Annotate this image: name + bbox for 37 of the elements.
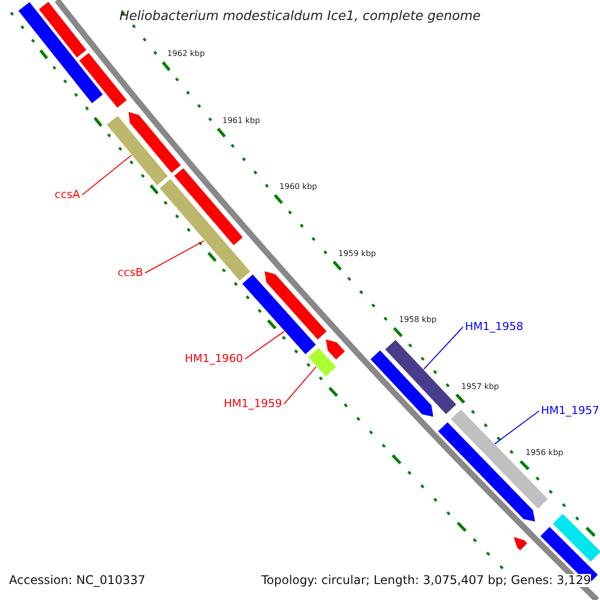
leader-line [244,330,285,360]
leader-line [144,240,205,274]
leader-line [494,410,540,444]
title: Heliobacterium modesticaldum Ice1, complete genome [118,10,482,24]
gene-bar [18,2,103,104]
scale-label: 1956 kbp [526,449,564,458]
gene-bar [385,340,456,414]
scale-label: 1961 kbp [222,116,260,126]
gene-bar [38,2,86,58]
gene-bar [326,339,345,360]
gene-bar [79,53,127,108]
gene-label: HM1_1960 [184,352,243,366]
leader-line [82,154,132,196]
gene-bar [514,536,528,550]
gene-bar [128,112,181,173]
gene-bar [242,274,316,354]
scale-label: 1962 kbp [167,50,205,59]
leader-line [423,326,464,370]
scale-label: 1957 kbp [461,382,499,392]
accession-label: Accession: NC_010337 [9,574,146,588]
gene-bar [552,514,600,562]
gene-label: HM1_1957 [541,404,600,418]
gene-label: HM1_1959 [224,398,282,410]
gene-bar [160,179,250,281]
gene-bar [308,348,336,376]
gene-label: ccsB [118,266,143,280]
scale-label: 1958 kbp [398,316,437,325]
gene-bar [264,271,327,340]
gene-bar [106,116,168,186]
gene-label: ccsA [54,188,80,202]
genome-info: Topology: circular; Length: 3,075,407 bp; Genes: 3,129 [261,574,591,588]
gene-bar [370,350,434,417]
scale-label: 1960 kbp [279,183,318,192]
gene-bar [174,168,243,246]
leader-line [284,366,317,404]
gene-label: HM1_1958 [465,320,524,334]
scale-label: 1959 kbp [338,250,376,258]
